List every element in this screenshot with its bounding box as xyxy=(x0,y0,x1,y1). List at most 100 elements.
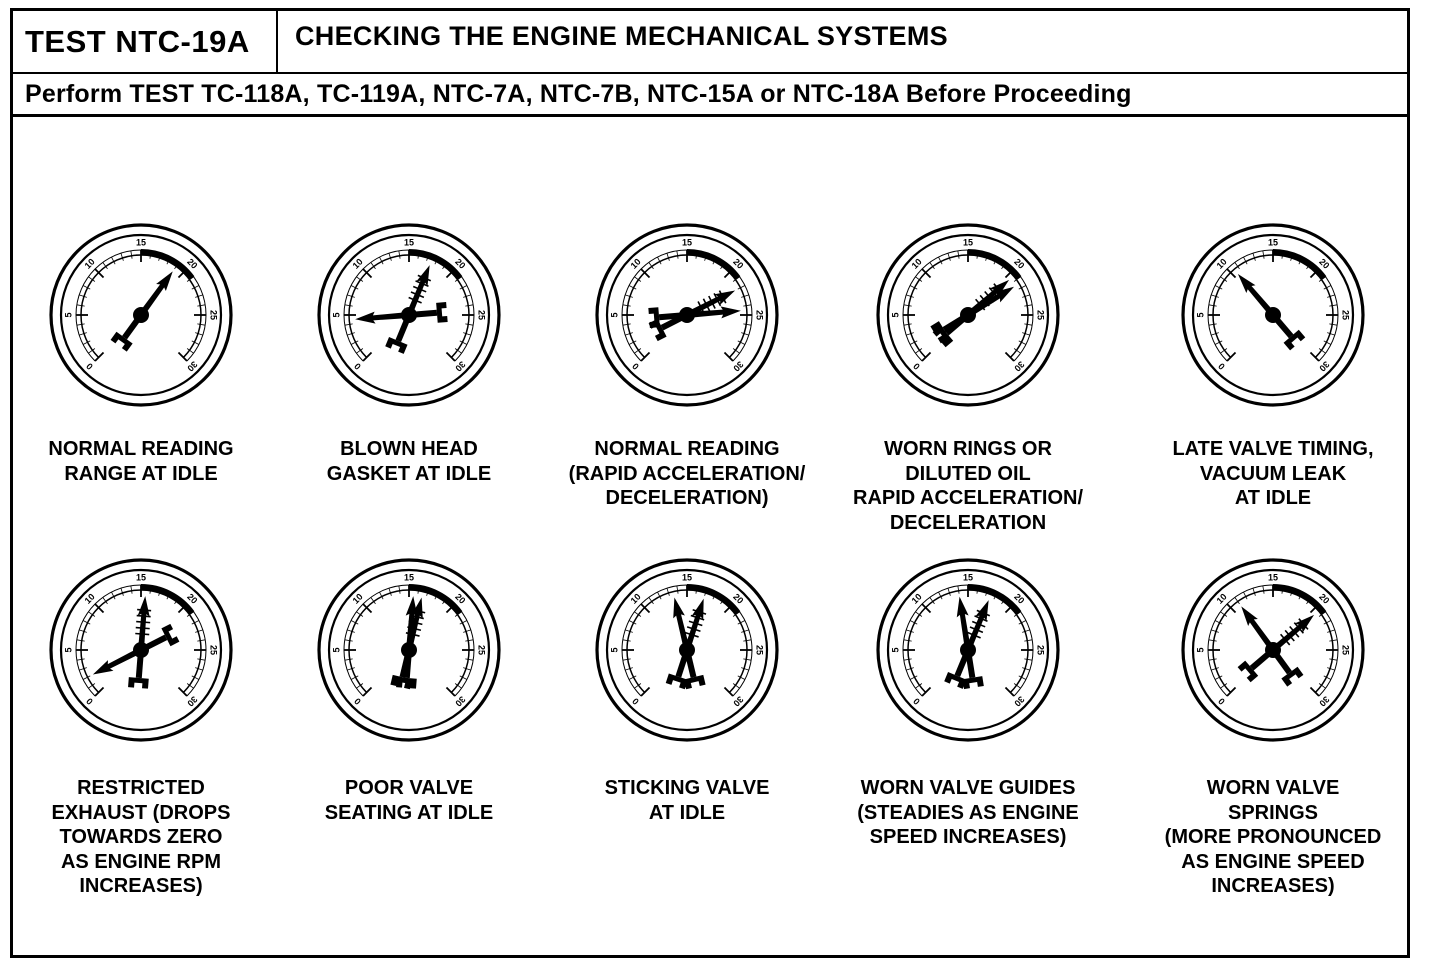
gauge-bezel-inner xyxy=(327,233,491,397)
gauge-minor-tick xyxy=(465,323,474,326)
gauge-minor-tick xyxy=(625,667,633,671)
gauge-minor-tick xyxy=(985,253,989,261)
gauge-minor-tick xyxy=(1329,639,1338,642)
gauge-minor-tick xyxy=(712,256,717,265)
gauge-minor-tick xyxy=(906,667,914,671)
gauge-tick-label: 30 xyxy=(1012,694,1026,708)
gauge-minor-tick xyxy=(347,332,355,336)
gauge-minor-tick xyxy=(149,250,152,259)
gauge-minor-tick xyxy=(1318,611,1326,617)
gauge-minor-tick xyxy=(625,294,633,298)
gauge-major-tick xyxy=(445,686,456,697)
gauge-minor-tick xyxy=(166,256,171,265)
gauge-minor-tick xyxy=(622,304,631,307)
gauge-minor-tick xyxy=(1001,262,1007,270)
gauge-hub xyxy=(1265,307,1281,323)
gauge-minor-tick xyxy=(720,597,726,605)
gauge-minor-tick xyxy=(622,658,631,661)
gauge-bezel-inner xyxy=(327,568,491,732)
gauge-minor-tick xyxy=(625,629,633,633)
gauge-minor-tick xyxy=(976,250,979,259)
gauge-minor-tick xyxy=(379,256,384,265)
gauge-minor-tick xyxy=(903,304,912,307)
gauge-minor-tick xyxy=(1211,667,1219,671)
gauge-tick-label: 10 xyxy=(1215,592,1229,606)
gauge-minor-tick xyxy=(454,348,462,354)
gauge-minor-tick xyxy=(909,620,918,625)
gauge-major-tick xyxy=(1226,603,1237,614)
gauge-major-tick xyxy=(1309,351,1320,362)
gauge-caption-line: RAPID ACCELERATION/ xyxy=(853,487,1083,509)
gauge-minor-tick xyxy=(732,611,740,617)
gauge-minor-tick xyxy=(398,585,401,594)
gauge-caption-line: STICKING VALVE xyxy=(604,777,770,799)
gauge-tick-label: 20 xyxy=(185,592,199,606)
gauge-hub xyxy=(1265,642,1281,658)
gauge-tick-label: 15 xyxy=(136,237,146,247)
gauge-minor-tick xyxy=(909,675,918,680)
gauge-minor-tick xyxy=(79,667,87,671)
gauge-minor-tick xyxy=(622,639,631,642)
gauge-caption-line: BLOWN HEAD xyxy=(340,438,478,460)
gauge-minor-tick xyxy=(628,340,637,345)
gauge-tick-label: 30 xyxy=(453,694,467,708)
gauge-minor-tick xyxy=(938,591,943,600)
gauge-minor-tick xyxy=(1329,323,1338,326)
gauge-tick-label: 15 xyxy=(963,237,973,247)
gauge-minor-tick xyxy=(1262,250,1265,259)
gauge-tick-label: 5 xyxy=(331,312,341,317)
gauge-minor-tick xyxy=(657,256,662,265)
gauge-bezel-inner xyxy=(605,568,769,732)
gauge-caption-line: AS ENGINE RPM xyxy=(60,850,222,873)
gauge-tick-label: 20 xyxy=(453,257,467,271)
gauge-minor-tick xyxy=(634,348,642,354)
gauge-tick-label: 25 xyxy=(209,310,219,320)
gauge-caption-line: NORMAL READING xyxy=(594,438,780,460)
gauge-minor-tick xyxy=(76,323,85,326)
gauge-hub xyxy=(401,307,417,323)
gauge-tick-label: 20 xyxy=(731,257,745,271)
gauge-minor-tick xyxy=(356,348,364,354)
gauge-minor-tick xyxy=(737,620,746,625)
gauge-minor-tick xyxy=(1281,250,1284,259)
gauge-tick-label: 20 xyxy=(1317,257,1331,271)
gauge-minor-tick xyxy=(1318,683,1326,689)
gauge-minor-tick xyxy=(676,250,679,259)
gauge-tick-label: 15 xyxy=(1268,572,1278,582)
gauge-minor-tick xyxy=(628,620,637,625)
gauge-tick-label: 10 xyxy=(1215,257,1229,271)
gauge-minor-tick xyxy=(426,588,430,596)
gauge-tick-label: 20 xyxy=(1012,592,1026,606)
gauge-minor-tick xyxy=(1318,276,1326,282)
gauge-minor-tick xyxy=(1262,585,1265,594)
gauge-tick-label: 10 xyxy=(83,592,97,606)
gauge-minor-tick xyxy=(993,591,998,600)
gauge-tick-label: 10 xyxy=(910,592,924,606)
gauge-minor-tick xyxy=(732,683,740,689)
gauge-minor-tick xyxy=(388,253,392,261)
gauge-tick-label: 15 xyxy=(682,237,692,247)
gauge-minor-tick xyxy=(111,256,116,265)
gauge-minor-tick xyxy=(1234,597,1240,605)
gauge-caption-line: INCREASES) xyxy=(79,875,203,897)
gauge-tick-label: 10 xyxy=(910,257,924,271)
gauge-tick-label: 30 xyxy=(731,359,745,373)
header-row: TEST NTC-19A CHECKING THE ENGINE MECHANI… xyxy=(13,11,1407,74)
gauge-minor-tick xyxy=(915,683,923,689)
prerequisite-row: Perform TEST TC-118A, TC-119A, NTC-7A, N… xyxy=(13,74,1407,117)
gauge-major-tick xyxy=(94,268,105,279)
gauge-minor-tick xyxy=(186,683,194,689)
gauge-minor-tick xyxy=(993,256,998,265)
gauge-minor-tick xyxy=(442,262,448,270)
gauge-tick-label: 20 xyxy=(185,257,199,271)
gauge-tick-label: 5 xyxy=(890,647,900,652)
gauge-caption-line: INCREASES) xyxy=(1211,875,1335,897)
gauge-minor-tick xyxy=(174,597,180,605)
gauge-minor-tick xyxy=(903,639,912,642)
